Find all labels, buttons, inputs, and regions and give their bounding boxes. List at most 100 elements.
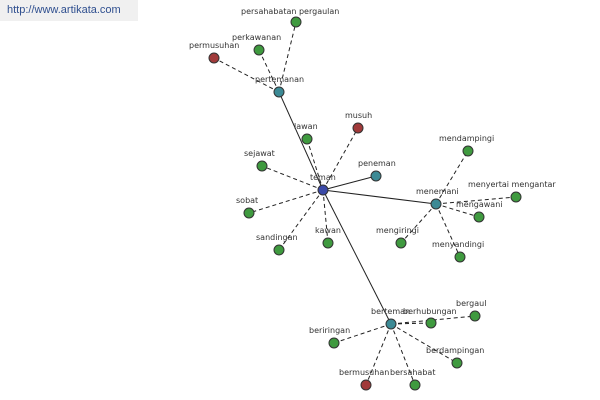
node-label-musuh: musuh (345, 111, 372, 120)
edge-menemani-mendampingi (435, 150, 469, 205)
node-label-kawan: kawan (315, 226, 341, 235)
edge-menemani-mengawani (435, 203, 480, 218)
edge-berteman-bersahabat (390, 323, 416, 386)
edge-menemani-menyandingi (435, 203, 461, 258)
edge-teman-menemani (322, 189, 437, 205)
node-label-menyertai_mengantar: menyertai mengantar (468, 180, 556, 189)
node-sobat[interactable]: sobat (236, 196, 258, 219)
node-dot-mengiringi[interactable] (395, 237, 407, 249)
node-beriringan[interactable]: beriringan (309, 326, 350, 349)
node-dot-sandingan[interactable] (273, 244, 285, 256)
node-dot-permusuhan[interactable] (208, 52, 220, 64)
node-label-berhubungan: berhubungan (403, 307, 457, 316)
node-label-menyandingi: menyandingi (432, 240, 484, 249)
edge-teman-sobat (248, 189, 324, 214)
edge-menemani-menyertai_mengantar (435, 196, 517, 205)
node-peneman[interactable]: peneman (358, 159, 396, 182)
node-berhubungan[interactable]: berhubungan (403, 307, 457, 329)
node-mengawani[interactable]: mengawani (456, 200, 503, 223)
node-berteman[interactable]: berteman (371, 307, 410, 330)
node-label-pertemanan: pertemanan (255, 75, 304, 84)
node-dot-menyertai_mengantar[interactable] (510, 191, 522, 203)
node-label-sandingan: sandingan (256, 233, 298, 242)
node-label-mengiringi: mengiringi (376, 226, 419, 235)
nodes-layer: teman pertemanan peneman menemani berteman pe… (189, 7, 556, 391)
node-label-bermusuhan: bermusuhan (339, 368, 389, 377)
edge-teman-musuh (322, 127, 359, 191)
node-bersahabat[interactable]: bersahabat (390, 368, 435, 391)
node-dot-mengawani[interactable] (473, 211, 485, 223)
node-berdampingan[interactable]: berdampingan (426, 346, 484, 369)
node-lawan[interactable]: lawan (294, 122, 318, 145)
node-label-bersahabat: bersahabat (390, 368, 435, 377)
edges-layer (213, 21, 517, 386)
edge-teman-peneman (322, 175, 377, 191)
node-label-berdampingan: berdampingan (426, 346, 484, 355)
node-label-sejawat: sejawat (244, 149, 275, 158)
node-menyandingi[interactable]: menyandingi (432, 240, 484, 263)
edge-pertemanan-permusuhan (213, 57, 280, 93)
edge-teman-berteman (322, 189, 392, 325)
node-dot-perkawanan[interactable] (253, 44, 265, 56)
node-dot-bergaul[interactable] (469, 310, 481, 322)
edge-pertemanan-persahabatan_pergaulan (278, 21, 297, 93)
node-label-teman: teman (310, 173, 336, 182)
node-persahabatan_pergaulan[interactable]: persahabatan pergaulan (241, 7, 339, 28)
node-label-peneman: peneman (358, 159, 396, 168)
node-dot-teman[interactable] (317, 184, 329, 196)
node-musuh[interactable]: musuh (345, 111, 372, 134)
node-pertemanan[interactable]: pertemanan (255, 75, 304, 98)
node-dot-lawan[interactable] (301, 133, 313, 145)
node-permusuhan[interactable]: permusuhan (189, 41, 239, 64)
node-dot-sejawat[interactable] (256, 160, 268, 172)
node-label-permusuhan: permusuhan (189, 41, 239, 50)
node-dot-berhubungan[interactable] (425, 317, 437, 329)
edge-teman-kawan (322, 189, 329, 244)
node-bergaul[interactable]: bergaul (456, 299, 486, 322)
node-dot-bermusuhan[interactable] (360, 379, 372, 391)
edge-berteman-beriringan (333, 323, 392, 344)
node-label-lawan: lawan (294, 122, 318, 131)
node-label-perkawanan: perkawanan (232, 33, 281, 42)
node-label-menemani: menemani (416, 187, 459, 196)
node-dot-pertemanan[interactable] (273, 86, 285, 98)
edge-berteman-berdampingan (390, 323, 458, 364)
node-dot-peneman[interactable] (370, 170, 382, 182)
node-perkawanan[interactable]: perkawanan (232, 33, 281, 56)
node-dot-kawan[interactable] (322, 237, 334, 249)
edge-teman-lawan (306, 138, 324, 191)
node-bermusuhan[interactable]: bermusuhan (339, 368, 389, 391)
node-sandingan[interactable]: sandingan (256, 233, 298, 256)
node-dot-berteman[interactable] (385, 318, 397, 330)
node-kawan[interactable]: kawan (315, 226, 341, 249)
edge-berteman-berhubungan (390, 322, 432, 325)
node-dot-menemani[interactable] (430, 198, 442, 210)
node-dot-musuh[interactable] (352, 122, 364, 134)
node-dot-beriringan[interactable] (328, 337, 340, 349)
edge-teman-sandingan (278, 189, 324, 251)
node-label-berteman: berteman (371, 307, 410, 316)
edge-teman-sejawat (261, 165, 324, 191)
node-label-mengawani: mengawani (456, 200, 503, 209)
node-label-persahabatan_pergaulan: persahabatan pergaulan (241, 7, 339, 16)
node-label-beriringan: beriringan (309, 326, 350, 335)
node-dot-persahabatan_pergaulan[interactable] (290, 16, 302, 28)
node-mendampingi[interactable]: mendampingi (439, 134, 494, 157)
node-dot-mendampingi[interactable] (462, 145, 474, 157)
node-sejawat[interactable]: sejawat (244, 149, 275, 172)
edge-teman-pertemanan (278, 91, 324, 191)
node-dot-bersahabat[interactable] (409, 379, 421, 391)
node-dot-sobat[interactable] (243, 207, 255, 219)
node-menyertai_mengantar[interactable]: menyertai mengantar (468, 180, 556, 203)
edge-menemani-mengiringi (400, 203, 437, 244)
node-dot-menyandingi[interactable] (454, 251, 466, 263)
node-teman[interactable]: teman (310, 173, 336, 196)
node-dot-berdampingan[interactable] (451, 357, 463, 369)
watermark-banner: http://www.artikata.com (0, 0, 138, 21)
watermark-url: http://www.artikata.com (7, 4, 121, 16)
node-menemani[interactable]: menemani (416, 187, 459, 210)
node-mengiringi[interactable]: mengiringi (376, 226, 419, 249)
edge-berteman-bermusuhan (365, 323, 392, 386)
node-label-sobat: sobat (236, 196, 258, 205)
